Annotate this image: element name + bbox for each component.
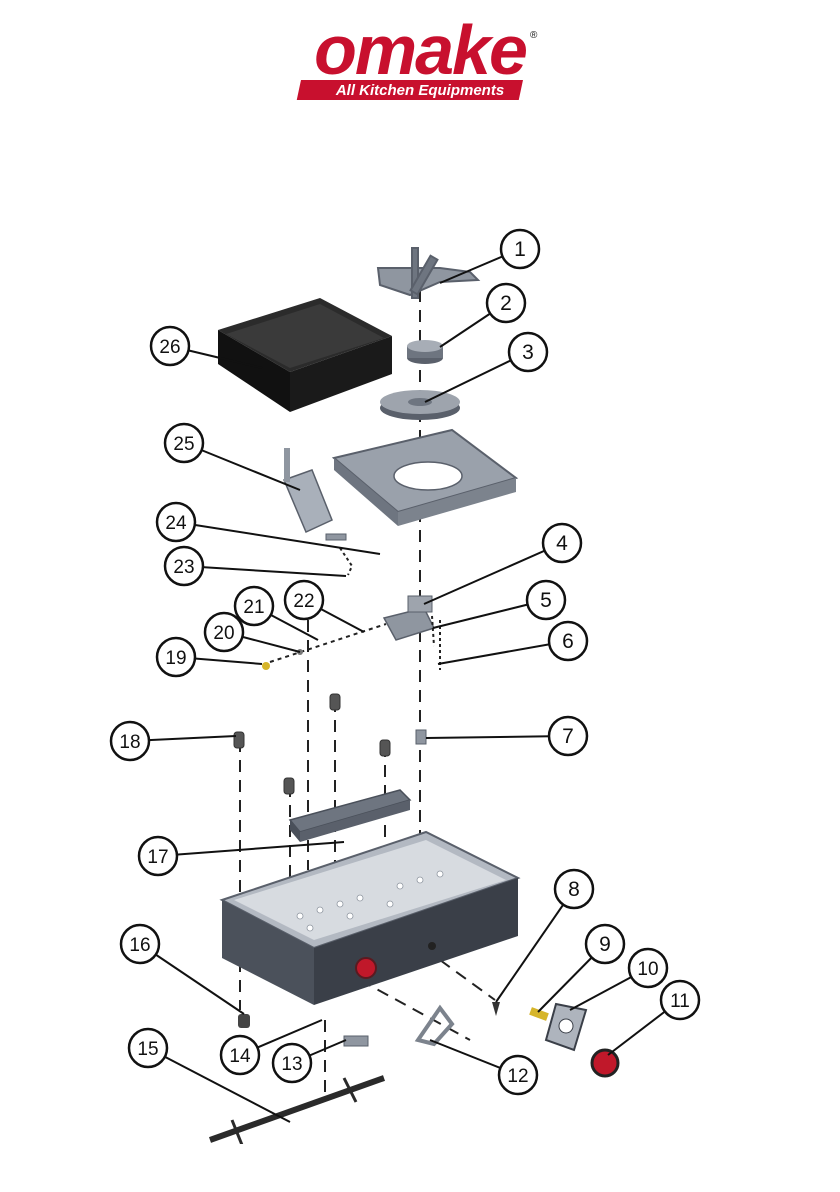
callout-14: 14 bbox=[221, 1036, 259, 1074]
support-bracket bbox=[416, 730, 426, 744]
callout-number: 8 bbox=[568, 878, 580, 901]
callout-15: 15 bbox=[129, 1029, 167, 1067]
callout-24: 24 bbox=[157, 503, 195, 541]
leader-lines bbox=[130, 249, 680, 1122]
flame-guard bbox=[284, 448, 332, 532]
callout-20: 20 bbox=[205, 613, 243, 651]
front-foot bbox=[238, 1014, 250, 1028]
callout-number: 14 bbox=[229, 1046, 251, 1067]
callout-6: 6 bbox=[549, 622, 587, 660]
callout-number: 2 bbox=[500, 292, 512, 315]
callout-number: 12 bbox=[507, 1066, 528, 1087]
callout-number: 25 bbox=[173, 434, 194, 455]
gas-valve bbox=[344, 1036, 368, 1046]
callout-26: 26 bbox=[151, 327, 189, 365]
callout-number: 22 bbox=[293, 591, 314, 612]
callout-4: 4 bbox=[543, 524, 581, 562]
callout-5: 5 bbox=[527, 581, 565, 619]
callout-number: 26 bbox=[159, 337, 180, 358]
main-chassis bbox=[222, 832, 518, 1005]
burner-ring bbox=[380, 390, 460, 420]
callout-2: 2 bbox=[487, 284, 525, 322]
callout-number: 10 bbox=[637, 959, 658, 980]
callout-22: 22 bbox=[285, 581, 323, 619]
logo-tagline: All Kitchen Equipments bbox=[335, 82, 504, 99]
callout-number: 5 bbox=[540, 589, 552, 612]
callout-number: 19 bbox=[165, 648, 186, 669]
nozzle bbox=[492, 1002, 500, 1016]
callout-number: 6 bbox=[562, 630, 574, 653]
callout-3: 3 bbox=[509, 333, 547, 371]
callout-number: 9 bbox=[599, 933, 611, 956]
callout-number: 7 bbox=[562, 725, 574, 748]
callout-number: 16 bbox=[129, 935, 150, 956]
leader-line-15 bbox=[148, 1048, 290, 1122]
callout-1: 1 bbox=[501, 230, 539, 268]
callout-25: 25 bbox=[165, 424, 203, 462]
callout-23: 23 bbox=[165, 547, 203, 585]
griddle-plate bbox=[218, 298, 392, 412]
exploded-diagram: 1234567891011121314151617181920212223242… bbox=[94, 216, 716, 1144]
callout-number: 11 bbox=[670, 991, 690, 1012]
callout-number: 13 bbox=[281, 1054, 302, 1075]
leader-line-17 bbox=[158, 842, 344, 856]
leader-line-23 bbox=[184, 566, 346, 576]
callout-number: 21 bbox=[243, 597, 264, 618]
callout-19: 19 bbox=[157, 638, 195, 676]
control-rod bbox=[210, 1078, 384, 1144]
adjustable-feet bbox=[234, 694, 390, 794]
callout-number: 1 bbox=[514, 238, 526, 261]
callout-16: 16 bbox=[121, 925, 159, 963]
thermocouple-bracket bbox=[326, 534, 352, 575]
ignition-electrodes bbox=[432, 616, 440, 670]
callout-9: 9 bbox=[586, 925, 624, 963]
callout-18: 18 bbox=[111, 722, 149, 760]
top-tray bbox=[334, 430, 516, 526]
burner-cap bbox=[407, 340, 443, 364]
callout-17: 17 bbox=[139, 837, 177, 875]
logo-wordmark: omake bbox=[314, 11, 526, 89]
brand-logo: omake ® All Kitchen Equipments bbox=[0, 0, 840, 110]
knob-bezel bbox=[546, 1004, 586, 1050]
callout-7: 7 bbox=[549, 717, 587, 755]
callout-13: 13 bbox=[273, 1044, 311, 1082]
callout-number: 24 bbox=[165, 513, 187, 534]
leader-line-24 bbox=[176, 522, 380, 554]
control-knob bbox=[592, 1050, 618, 1076]
callout-10: 10 bbox=[629, 949, 667, 987]
callout-12: 12 bbox=[499, 1056, 537, 1094]
callout-number: 4 bbox=[556, 532, 568, 555]
callout-number: 20 bbox=[213, 623, 234, 644]
brass-fitting bbox=[529, 1007, 549, 1021]
callout-number: 23 bbox=[173, 557, 194, 578]
callout-number: 3 bbox=[522, 341, 534, 364]
callout-number: 18 bbox=[119, 732, 140, 753]
leader-line-7 bbox=[426, 736, 568, 738]
burner-bar bbox=[290, 790, 410, 842]
callout-8: 8 bbox=[555, 870, 593, 908]
callout-number: 17 bbox=[147, 847, 168, 868]
callout-11: 11 bbox=[661, 981, 699, 1019]
logo-registered-mark: ® bbox=[530, 30, 538, 41]
parts-layer bbox=[210, 248, 618, 1144]
callout-number: 15 bbox=[137, 1039, 158, 1060]
callout-21: 21 bbox=[235, 587, 273, 625]
